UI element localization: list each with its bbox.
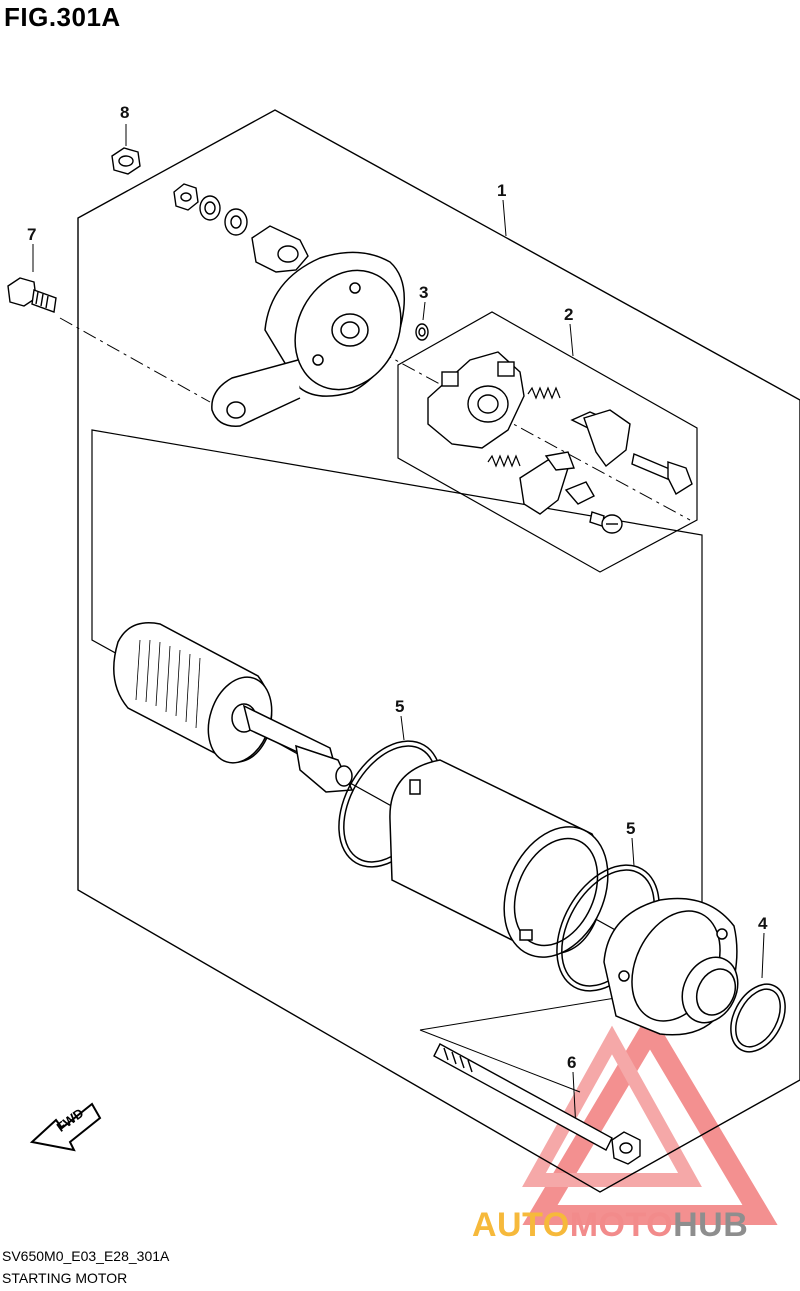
brush-holder-outline-box: [397, 311, 698, 573]
diagram-code: SV650M0_E03_E28_301A: [2, 1248, 170, 1264]
part-terminal-bolt: [631, 453, 693, 496]
part-armature: [113, 622, 354, 793]
leader-lines: [32, 124, 765, 1131]
callout-4: 4: [758, 914, 768, 933]
part-washer-stack: [173, 183, 248, 236]
callout-8: 8: [120, 103, 129, 122]
watermark-part-moto: MOTO: [569, 1206, 674, 1244]
callout-1: 1: [497, 181, 506, 200]
watermark-brand-text: AUTOMOTOHUB: [472, 1206, 748, 1245]
part-o-ring-small: [415, 323, 429, 341]
part-small-screw: [589, 511, 623, 534]
part-o-ring-front: [730, 983, 786, 1053]
center-axis-lines: [59, 317, 691, 521]
diagram-name: STARTING MOTOR: [2, 1270, 128, 1286]
part-brush-springs: [487, 386, 561, 468]
part-yoke-housing: [389, 759, 609, 958]
forward-direction-marker: FWD: [29, 1102, 102, 1152]
watermark-logo-mark: [522, 1010, 778, 1225]
callout-2: 2: [564, 305, 573, 324]
part-terminal-insulator: [251, 225, 309, 273]
armature-commutator-lines: [135, 639, 201, 729]
callout-7: 7: [27, 225, 36, 244]
part-mounting-bolt: [7, 277, 57, 313]
callout-5-upper: 5: [395, 697, 404, 716]
part-front-cover: [603, 897, 739, 1036]
part-brushes: [519, 409, 631, 515]
figure-title: FIG.301A: [4, 2, 121, 32]
part-through-bolt: [433, 1043, 641, 1165]
assembly-outline-box: [77, 109, 800, 1193]
callout-3: 3: [419, 283, 428, 302]
part-nut: [111, 147, 141, 175]
callout-5-lower: 5: [626, 819, 635, 838]
part-brush-holder-plate: [427, 351, 525, 449]
watermark-part-hub: HUB: [673, 1206, 749, 1244]
callout-6: 6: [567, 1053, 576, 1072]
part-end-cover: [211, 251, 405, 427]
watermark-part-auto: AUTO: [472, 1206, 570, 1244]
